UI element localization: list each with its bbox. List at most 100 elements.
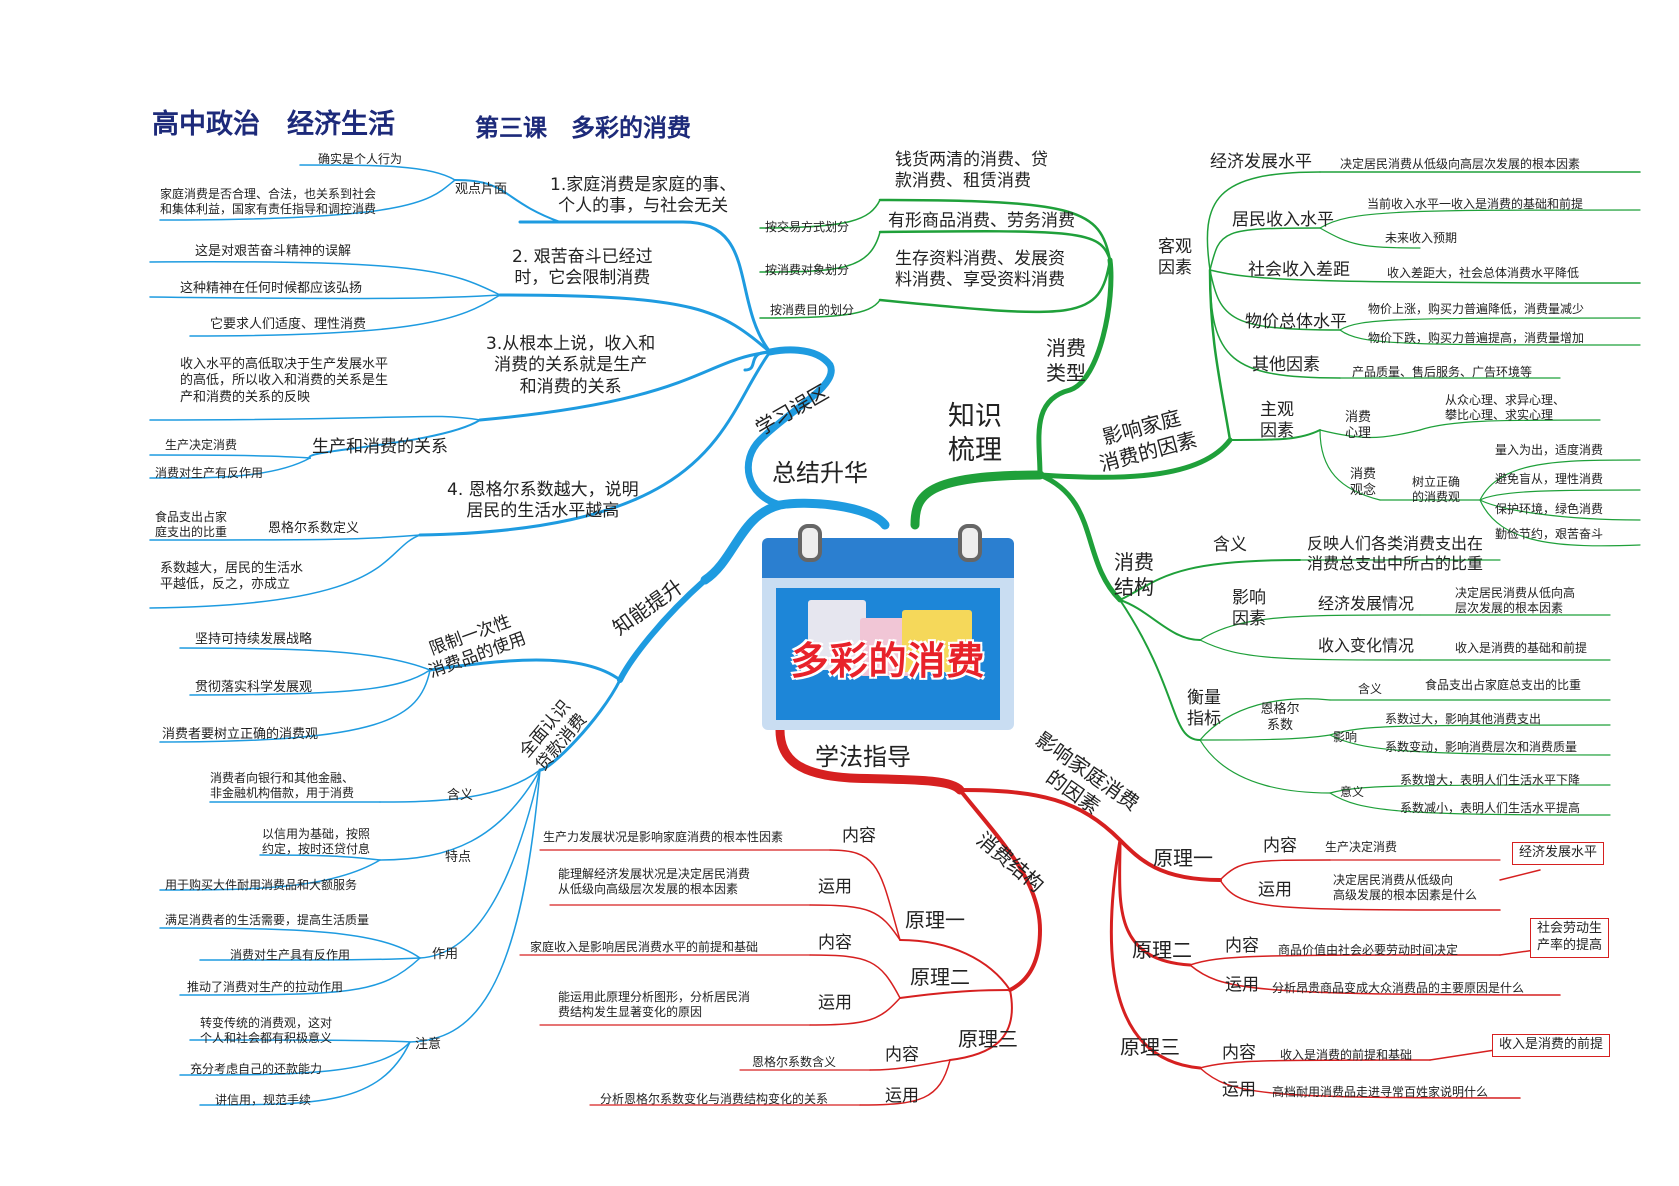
knowledge-s-econ: 经济发展情况 [1318,594,1415,613]
method-q2-content-a: 家庭收入是影响居民消费水平的前提和基础 [530,940,759,954]
method-q1-content: 内容 [842,826,876,846]
knowledge-types: 消费 类型 [1046,336,1086,385]
method-q3-content-a: 恩格尔系数含义 [752,1055,837,1069]
method-q2-use-a: 能运用此原理分析图形，分析居民消 费结构发生显著变化的原因 [558,990,751,1019]
knowledge-trade-value: 钱货两清的消费、贷 款消费、租赁消费 [895,150,1048,192]
method-q1: 原理一 [905,908,965,932]
knowledge-view-1: 量入为出，适度消费 [1495,443,1604,457]
misconception-2: 2. 艰苦奋斗已经过 时，它会限制消费 [512,247,653,289]
knowledge-e-effect-a: 系数过大，影响其他消费支出 [1385,712,1542,726]
knowledge-engel: 恩格尔 系数 [1260,702,1300,734]
shopping-bag-icon [808,600,866,670]
branch-zhishi: 知识 梳理 [948,401,1002,466]
ability-note-a: 转变传统的消费观，这对 个人和社会都有积极意义 [200,1016,333,1045]
knowledge-purpose-value: 生存资料消费、发展资 料消费、享受资料消费 [895,249,1065,291]
method-q2-use: 运用 [818,993,852,1013]
knowledge-e-effect-b: 系数变动，影响消费层次和消费质量 [1385,740,1578,754]
branch-zongjie: 总结升华 [772,459,868,487]
method-p1-callout: 经济发展水平 [1512,842,1605,865]
knowledge-price-a: 物价上涨，购买力普遍降低，消费量减少 [1368,302,1585,316]
knowledge-structure: 消费 结构 [1114,550,1154,599]
knowledge-psych-a: 从众心理、求异心理、 攀比心理、求实心理 [1445,393,1566,422]
method-p3-content-a: 收入是消费的前提和基础 [1280,1048,1413,1062]
misconception-4: 4. 恩格尔系数越大，说明 居民的生活水平越高 [447,480,639,522]
ability-branch [617,577,708,683]
knowledge-e-sig-a: 系数增大，表明人们生活水平下降 [1400,773,1581,787]
knowledge-e-mean-a: 食品支出占家庭总支出的比重 [1425,678,1582,692]
misconception-3-b1: 生产决定消费 [165,438,238,452]
method-q1-content-a: 生产力发展状况是影响家庭消费的根本性因素 [543,830,784,844]
knowledge-psych: 消费 心理 [1345,410,1372,442]
ability-role-a: 满足消费者的生活需要，提高生活质量 [165,913,370,927]
knowledge-income-a: 当前收入水平一收入是消费的基础和前提 [1367,197,1584,211]
method-p2-callout: 社会劳动生 产率的提高 [1530,918,1610,958]
misconception-1-b: 家庭消费是否合理、合法，也关系到社会 和集体利益，国家有责任指导和调控消费 [160,187,377,216]
knowledge-s-mean: 含义 [1213,535,1247,555]
knowledge-other: 其他因素 [1252,355,1320,375]
misconception-3-b: 生产和消费的关系 [312,437,448,457]
misconception-3: 3.从根本上说，收入和 消费的关系就是生产 和消费的关系 [486,334,656,397]
knowledge-by-trade: 按交易方式划分 [765,220,850,234]
method-p2-use: 运用 [1225,975,1259,995]
knowledge-gap-a: 收入差距大，社会总体消费水平降低 [1387,266,1580,280]
knowledge-view-4: 勤俭节约，艰苦奋斗 [1495,527,1604,541]
center-title: 多彩的消费 [790,639,986,683]
knowledge-view-2: 避免盲从，理性消费 [1495,472,1604,486]
ability-meaning: 含义 [447,788,474,803]
knowledge-price-b: 物价下跌，购买力普遍提高，消费量增加 [1368,331,1585,345]
branch-xuefa: 学法指导 [815,743,911,771]
page-title: 高中政治 经济生活 [152,109,395,140]
method-p2-use-a: 分析昂贵商品变成大众消费品的主要原因是什么 [1272,981,1525,995]
method-q2: 原理二 [910,965,970,989]
knowledge-view: 消费 观念 [1350,467,1377,499]
misconception-4-a: 食品支出占家 庭支出的比重 [155,510,228,539]
misconception-4-def: 恩格尔系数定义 [268,521,360,536]
knowledge-subjective: 主观 因素 [1260,400,1294,442]
calendar-ring [958,524,982,562]
method-p3-callout: 收入是消费的前提 [1492,1034,1611,1057]
shopping-bag-icon [902,610,972,672]
method-q3-use-a: 分析恩格尔系数变化与消费结构变化的关系 [600,1092,829,1106]
knowledge-s-income: 收入变化情况 [1318,636,1415,655]
knowledge-objective: 客观 因素 [1158,237,1192,279]
page-subtitle: 第三课 多彩的消费 [475,114,691,142]
knowledge-price: 物价总体水平 [1245,312,1347,332]
knowledge-s-measure: 衡量 指标 [1187,688,1221,730]
knowledge-gap: 社会收入差距 [1248,260,1350,280]
method-p3-content: 内容 [1222,1043,1256,1063]
ability-role-c: 推动了消费对生产的拉动作用 [187,980,344,994]
center-calendar-image: 多彩的消费 [762,520,1014,730]
misconception-3-a: 收入水平的高低取决于生产发展水平 的高低，所以收入和消费的关系是生 产和消费的关… [180,357,389,405]
knowledge-s-econ-a: 决定居民消费从低向高 层次发展的根本因素 [1455,586,1576,615]
method-p1: 原理一 [1153,846,1213,870]
knowledge-e-sig-b: 系数减小，表明人们生活水平提高 [1400,801,1581,815]
method-p2-content-a: 商品价值由社会必要劳动时间决定 [1278,943,1459,957]
ability-limit-a: 坚持可持续发展战略 [195,632,313,647]
method-q3: 原理三 [958,1027,1018,1051]
method-p1-content: 内容 [1263,836,1297,856]
knowledge-by-purpose: 按消费目的划分 [770,303,855,317]
knowledge-e-effect: 影响 [1333,730,1358,744]
method-q1-use: 运用 [818,877,852,897]
blue-upper-branch [744,346,835,509]
ability-note-b: 充分考虑自己的还款能力 [190,1062,323,1076]
misconception-2-c: 它要求人们适度、理性消费 [210,317,367,332]
misconception-2-a: 这是对艰苦奋斗精神的误解 [195,244,352,259]
knowledge-view-b: 树立正确 的消费观 [1412,475,1461,504]
red-main-branch [775,725,965,795]
knowledge-econ: 经济发展水平 [1210,152,1312,172]
calendar-ring [798,524,822,562]
knowledge-s-income-a: 收入是消费的基础和前提 [1455,641,1588,655]
knowledge-e-mean: 含义 [1358,682,1383,696]
misconception-1-a: 确实是个人行为 [318,152,403,166]
misconception-2-b: 这种精神在任何时候都应该弘扬 [180,281,363,296]
knowledge-e-sig: 意义 [1340,785,1365,799]
ability-role: 作用 [432,947,459,962]
method-p1-content-a: 生产决定消费 [1325,840,1398,854]
ability-limit-c: 消费者要树立正确的消费观 [162,727,319,742]
ability-note: 注意 [415,1037,442,1052]
ability-role-b: 消费对生产具有反作用 [230,948,351,962]
knowledge-s-factor: 影响 因素 [1232,588,1266,630]
method-q1-use-a: 能理解经济发展状况是决定居民消费 从低级向高级层次发展的根本因素 [558,867,751,896]
